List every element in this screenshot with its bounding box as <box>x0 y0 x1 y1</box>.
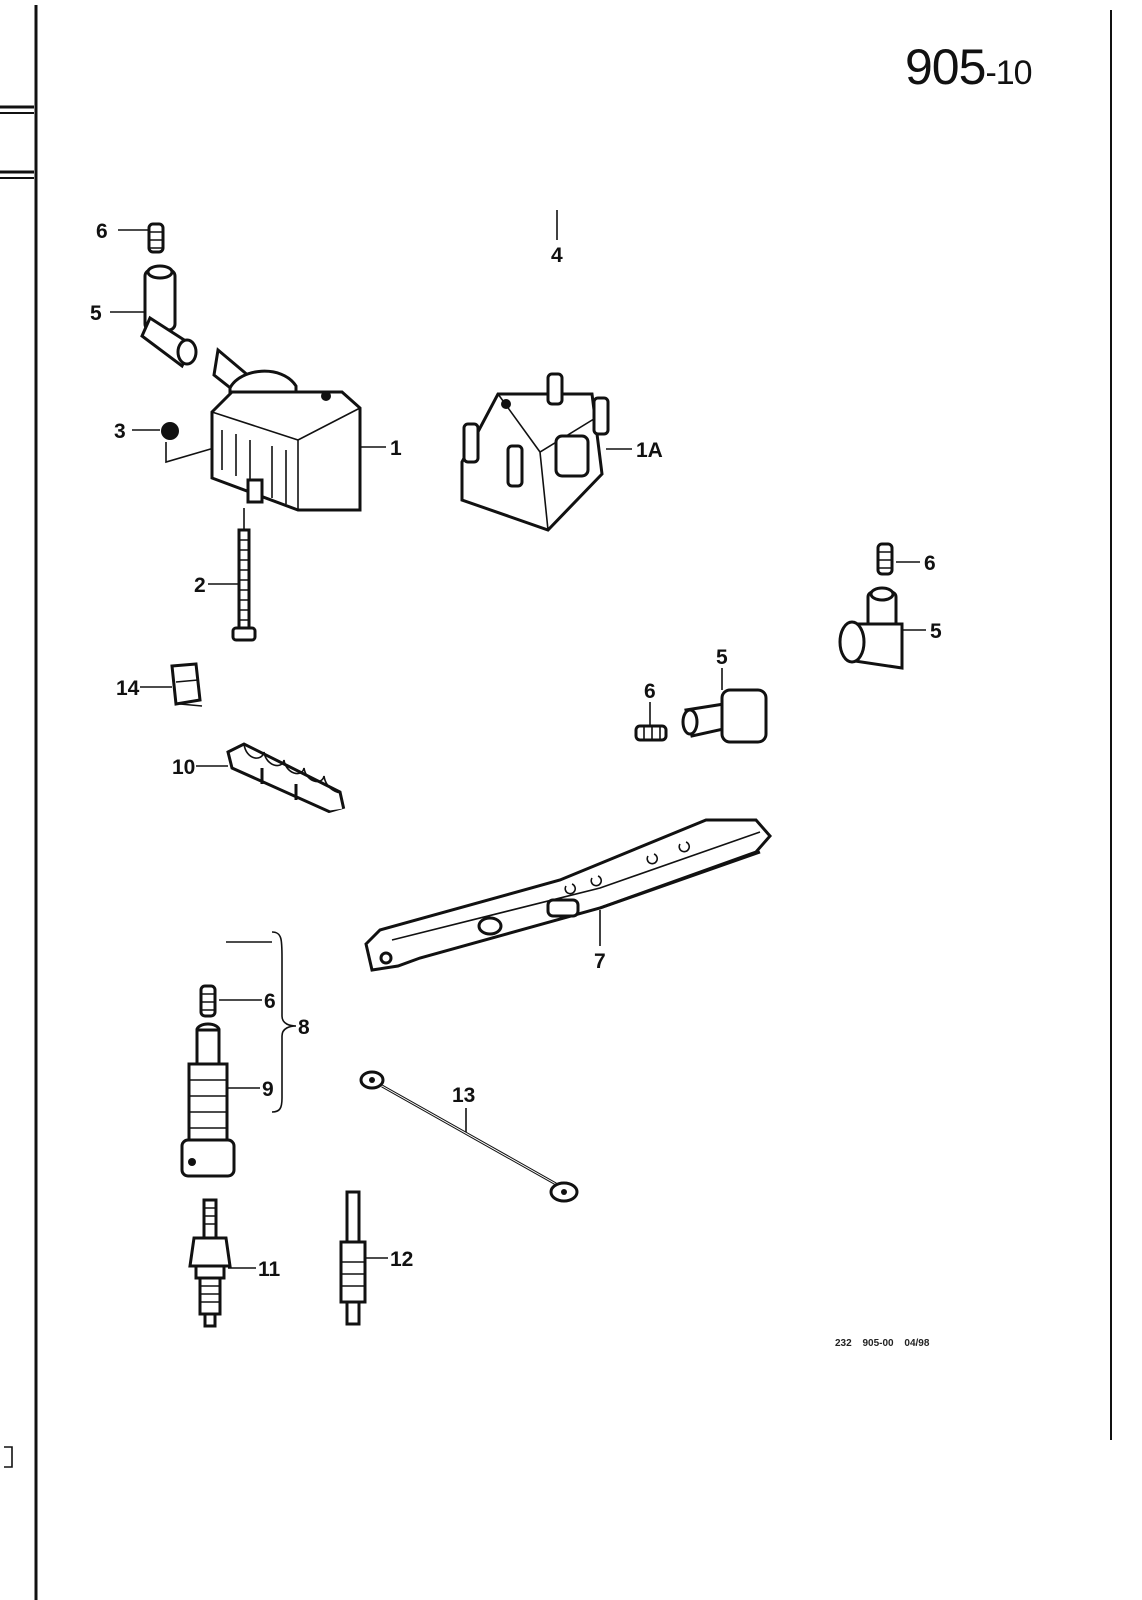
callout-3: 3 <box>114 420 126 443</box>
callout-11: 11 <box>258 1258 281 1281</box>
part-6-spring-clip-lower <box>199 984 217 1018</box>
part-13-earth-strap <box>359 1070 579 1203</box>
callout-6-right: 6 <box>924 552 936 575</box>
part-11-spark-plug <box>188 1198 232 1328</box>
part-10-cable-holder <box>226 742 346 814</box>
part-8-ignition-lead-lower <box>204 735 609 963</box>
callout-5-middle: 5 <box>716 646 728 669</box>
callout-8: 8 <box>298 1016 310 1039</box>
part-12-glow-plug <box>339 1190 367 1326</box>
callout-14: 14 <box>116 677 140 700</box>
part-6-spring-clip-top <box>147 222 165 254</box>
callout-labels: 6 4 5 3 1 1A 2 6 5 14 5 6 10 7 6 8 9 13 … <box>90 220 942 1281</box>
page-number: 905-10 <box>905 38 1033 96</box>
part-7-lead-cover <box>364 818 772 972</box>
part-4-ignition-lead <box>151 119 890 523</box>
part-6-spring-clip-right <box>876 542 894 576</box>
callout-2: 2 <box>194 574 206 597</box>
binding-margin <box>0 5 1112 1600</box>
callout-10: 10 <box>172 756 195 779</box>
page-number-suffix: -10 <box>985 54 1032 92</box>
callout-5-right: 5 <box>930 620 942 643</box>
part-14-clip <box>170 662 203 707</box>
callout-7: 7 <box>594 950 606 973</box>
part-5-connector-boot-top <box>140 264 198 369</box>
callout-6-lower: 6 <box>264 990 276 1013</box>
callout-12: 12 <box>390 1248 413 1271</box>
callout-1: 1 <box>390 437 402 460</box>
part-1-ignition-coil <box>210 347 362 512</box>
part-8-bracket <box>271 931 297 1113</box>
callout-5-top: 5 <box>90 302 102 325</box>
part-6-spring-clip-middle <box>634 724 668 742</box>
part-2-bolt <box>231 508 257 642</box>
callout-4: 4 <box>551 244 563 267</box>
part-5-connector-boot-middle <box>681 688 768 744</box>
part-9-spark-plug-connector <box>180 1022 236 1178</box>
callout-6-top: 6 <box>96 220 108 243</box>
callout-6-middle: 6 <box>644 680 656 703</box>
drawing-reference-code: 232 905-00 04/98 <box>835 1338 930 1349</box>
callout-13: 13 <box>452 1084 475 1107</box>
page-number-main: 905 <box>905 39 986 95</box>
part-1a-coil-pack <box>460 372 610 532</box>
leader-lines <box>110 210 926 1269</box>
callout-9: 9 <box>262 1078 274 1101</box>
part-5-connector-boot-right <box>838 586 904 670</box>
part-3-nut <box>161 422 215 464</box>
callout-1a: 1A <box>636 439 663 462</box>
